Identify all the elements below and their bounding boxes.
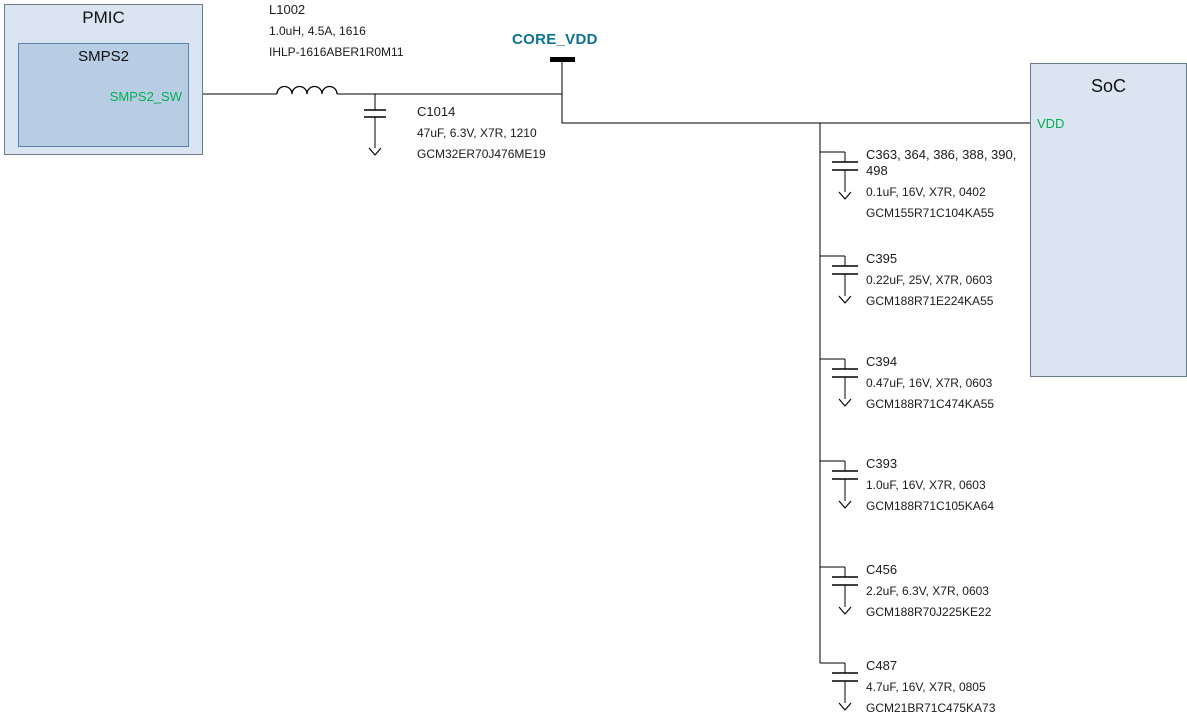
inductor-symbol bbox=[276, 85, 338, 95]
decap-symbol-6 bbox=[820, 662, 858, 711]
bulk-cap-ref: C1014 bbox=[417, 104, 456, 119]
decap-part: GCM188R71E224KA55 bbox=[866, 294, 994, 308]
inductor-label-group: L1002 1.0uH, 4.5A, 1616 IHLP-1616ABER1R0… bbox=[269, 2, 479, 60]
ground-icon bbox=[838, 191, 852, 200]
decap-ref: C487 bbox=[866, 658, 898, 673]
soc-title: SoC bbox=[1090, 76, 1126, 96]
ground-icon bbox=[838, 398, 852, 407]
ground-icon bbox=[368, 147, 382, 156]
decap-part: GCM188R70J225KE22 bbox=[866, 605, 992, 619]
bulk-cap-part: GCM32ER70J476ME19 bbox=[417, 147, 546, 161]
decap-label-group-6: C487 4.7uF, 16V, X7R, 0805 GCM21BR71C475… bbox=[866, 658, 1024, 716]
decap-label-group-3: C394 0.47uF, 16V, X7R, 0603 GCM188R71C47… bbox=[866, 354, 1024, 412]
core-vdd-net-label: CORE_VDD bbox=[512, 31, 598, 48]
decap-specs: 0.47uF, 16V, X7R, 0603 bbox=[866, 376, 993, 390]
decap-ref: C456 bbox=[866, 562, 898, 577]
decap-symbol-1 bbox=[820, 151, 858, 200]
decap-part: GCM155R71C104KA55 bbox=[866, 206, 995, 220]
decap-symbol-4 bbox=[820, 460, 858, 509]
decap-specs: 0.1uF, 16V, X7R, 0402 bbox=[866, 185, 986, 199]
wires bbox=[203, 62, 1030, 663]
decap-symbol-5 bbox=[820, 566, 858, 615]
bulk-cap-specs: 47uF, 6.3V, X7R, 1210 bbox=[417, 126, 537, 140]
decap-ref: C393 bbox=[866, 456, 898, 471]
bulk-cap-label-group: C1014 47uF, 6.3V, X7R, 1210 GCM32ER70J47… bbox=[417, 104, 627, 162]
ground-icon bbox=[838, 295, 852, 304]
decap-specs: 2.2uF, 6.3V, X7R, 0603 bbox=[866, 584, 989, 598]
decap-label-group-4: C393 1.0uF, 16V, X7R, 0603 GCM188R71C105… bbox=[866, 456, 1024, 514]
decap-ref: C394 bbox=[866, 354, 898, 369]
decap-symbol-3 bbox=[820, 358, 858, 407]
decap-part: GCM21BR71C475KA73 bbox=[866, 701, 996, 715]
vdd-pin-label: VDD bbox=[1037, 116, 1065, 131]
smps2-title: SMPS2 bbox=[78, 48, 129, 65]
decap-part: GCM188R71C474KA55 bbox=[866, 397, 995, 411]
decap-part: GCM188R71C105KA64 bbox=[866, 499, 995, 513]
soc-block: SoC VDD bbox=[1030, 63, 1187, 377]
decap-symbol-2 bbox=[820, 255, 858, 304]
power-bar-icon bbox=[550, 57, 575, 62]
bulk-capacitor-symbol bbox=[364, 94, 386, 156]
decap-label-group-1: C363, 364, 386, 388, 390, 498 0.1uF, 16V… bbox=[866, 147, 1024, 221]
pmic-title: PMIC bbox=[82, 8, 125, 27]
decap-specs: 4.7uF, 16V, X7R, 0805 bbox=[866, 680, 986, 694]
smps2-sw-pin-label: SMPS2_SW bbox=[109, 89, 182, 104]
smps2-block: SMPS2 SMPS2_SW bbox=[18, 43, 189, 147]
pmic-block: PMIC SMPS2 SMPS2_SW bbox=[4, 4, 203, 155]
ground-icon bbox=[838, 702, 852, 711]
inductor-ref: L1002 bbox=[269, 2, 306, 17]
decap-ref: C395 bbox=[866, 251, 898, 266]
inductor-part: IHLP-1616ABER1R0M11 bbox=[269, 45, 404, 59]
decap-label-group-5: C456 2.2uF, 6.3V, X7R, 0603 GCM188R70J22… bbox=[866, 562, 1024, 620]
ground-icon bbox=[838, 500, 852, 509]
decap-ref: C363, 364, 386, 388, 390, 498 bbox=[866, 147, 1017, 178]
inductor-specs: 1.0uH, 4.5A, 1616 bbox=[269, 24, 366, 38]
decap-specs: 1.0uF, 16V, X7R, 0603 bbox=[866, 478, 986, 492]
ground-icon bbox=[838, 606, 852, 615]
decap-specs: 0.22uF, 25V, X7R, 0603 bbox=[866, 273, 993, 287]
decap-label-group-2: C395 0.22uF, 25V, X7R, 0603 GCM188R71E22… bbox=[866, 251, 1024, 309]
